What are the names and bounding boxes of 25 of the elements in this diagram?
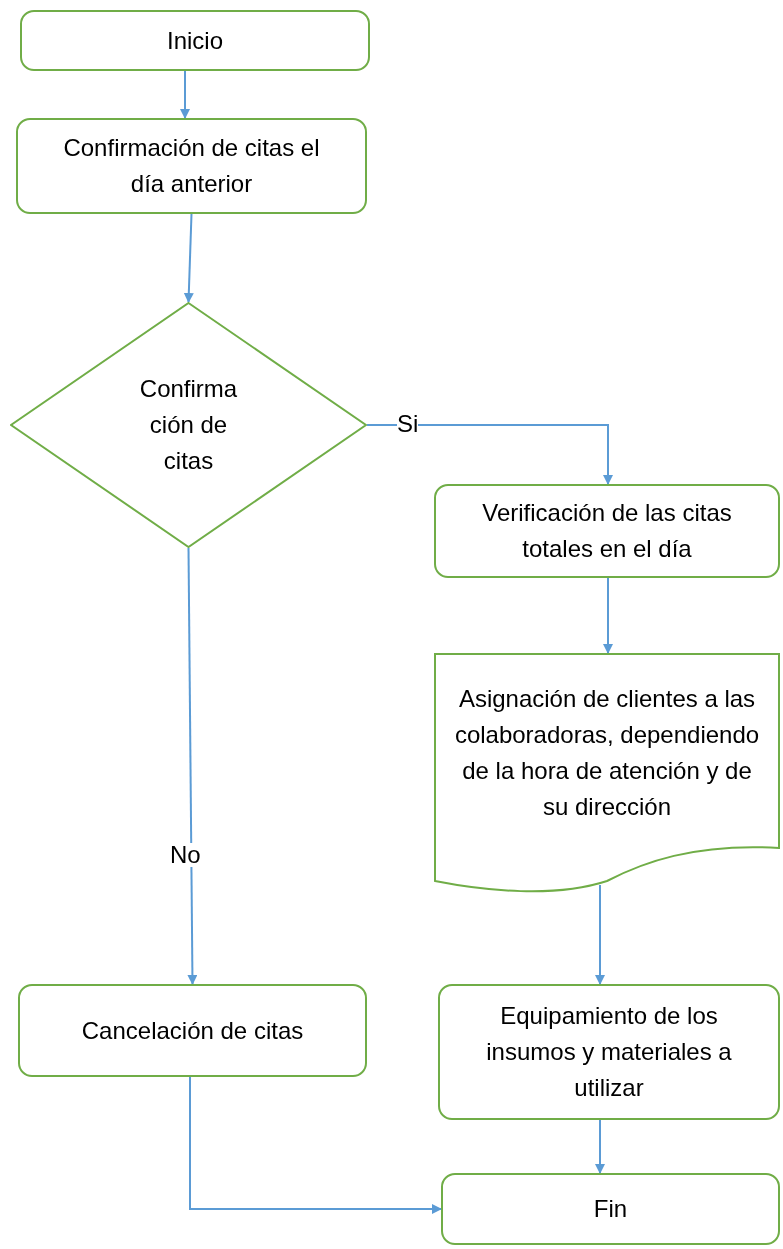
node-text: Inicio <box>166 25 224 56</box>
node-text: Verificación de las citas totales en el día <box>481 498 733 564</box>
process-box <box>18 984 367 1077</box>
document-box <box>434 653 780 893</box>
arrow <box>189 1076 442 1214</box>
node-text: Cancelación de citas <box>80 1015 305 1046</box>
arrow <box>603 577 613 654</box>
node-text: Confirma ción de citas <box>138 374 239 476</box>
decision-diamond <box>10 302 367 548</box>
arrow <box>366 424 613 485</box>
node-text: Confirmación de citas el día anterior <box>62 133 321 199</box>
arrow <box>180 70 190 119</box>
process-box <box>20 10 370 71</box>
node-text: Asignación de clientes a las colaboradoras, dependiendo de la hora de atención y de su dirección <box>453 684 761 822</box>
arrow <box>595 1119 605 1174</box>
arrow <box>595 884 605 985</box>
process-box <box>438 984 780 1120</box>
arrow <box>187 547 198 985</box>
edge-label: No <box>170 843 201 867</box>
arrow <box>183 213 194 303</box>
node-text: Fin <box>592 1194 629 1224</box>
process-box <box>16 118 367 214</box>
process-box <box>441 1173 780 1245</box>
process-box <box>434 484 780 578</box>
node-text: Equipamiento de los insumos y materiales a utilizar <box>485 1001 733 1103</box>
